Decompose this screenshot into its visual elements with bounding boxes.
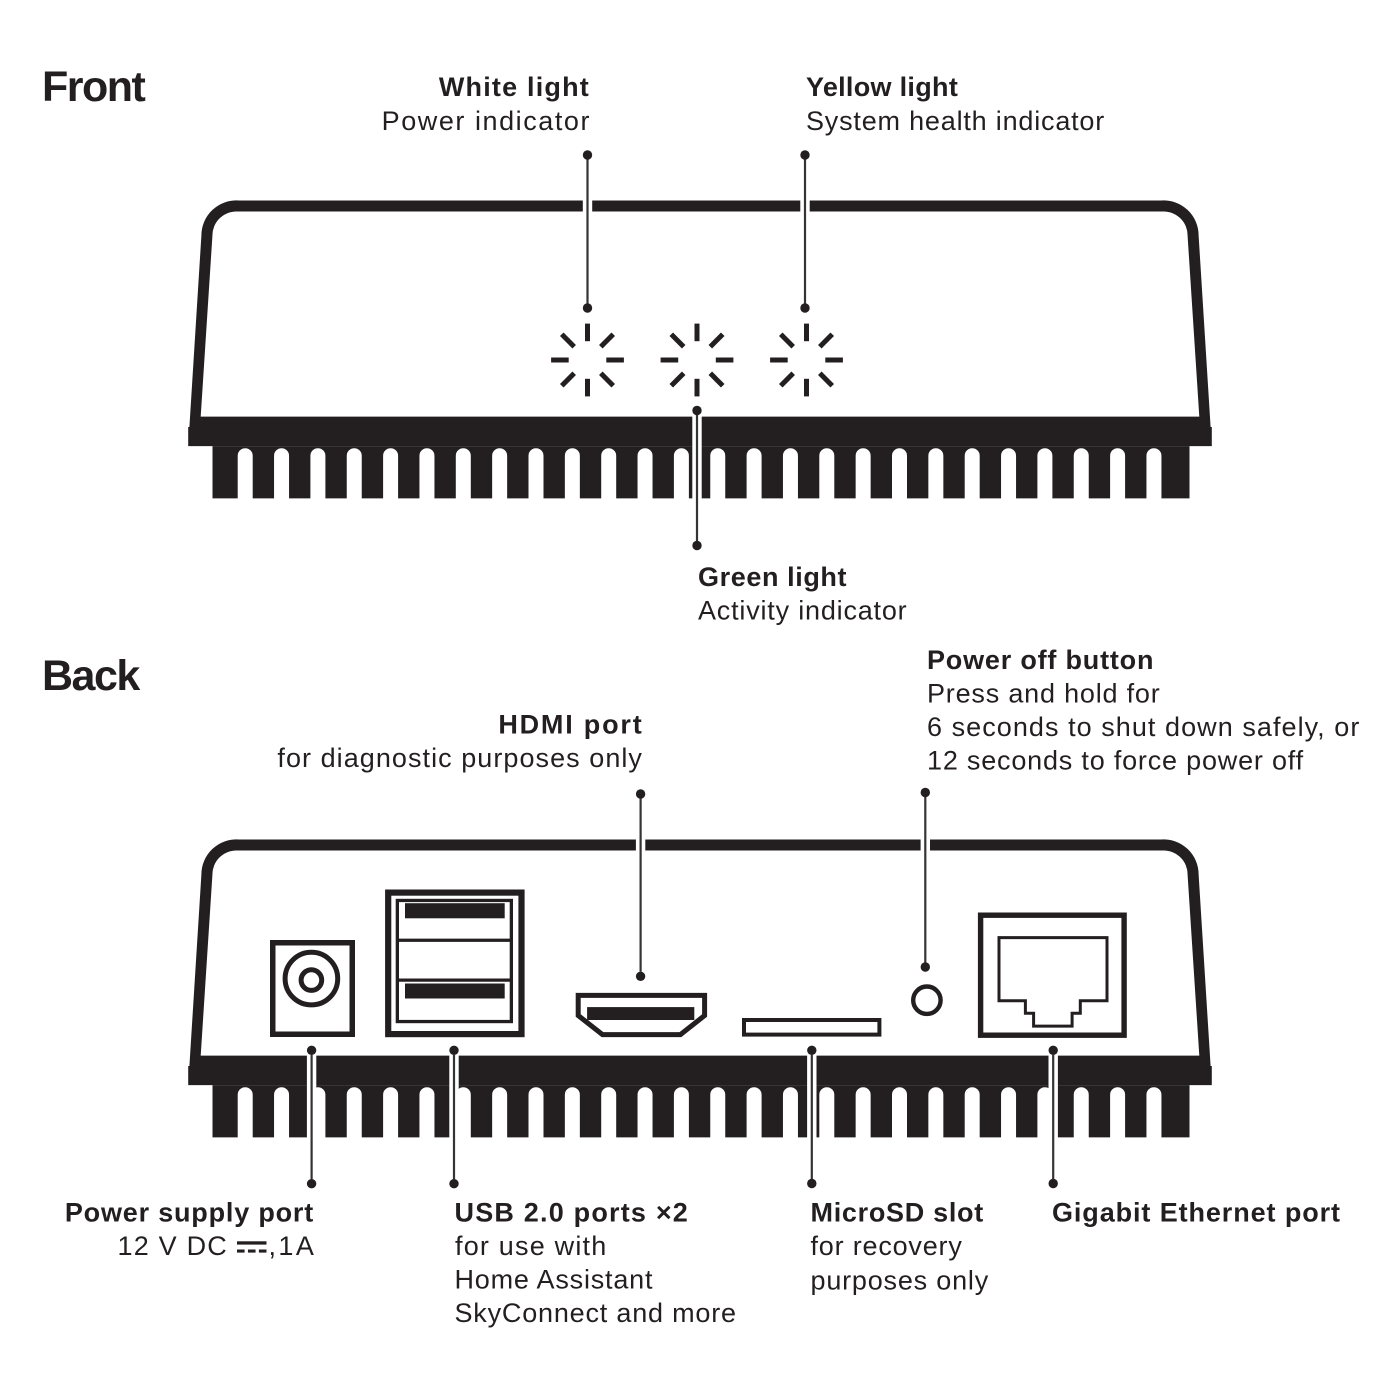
svg-text:purposes only: purposes only: [811, 1266, 990, 1296]
svg-text:Power indicator: Power indicator: [382, 106, 591, 136]
svg-text:12 V DC: 12 V DC: [118, 1231, 228, 1261]
svg-text:SkyConnect and more: SkyConnect and more: [455, 1298, 737, 1328]
svg-text:HDMI port: HDMI port: [498, 710, 643, 740]
svg-text:USB 2.0 ports ×2: USB 2.0 ports ×2: [455, 1197, 690, 1227]
svg-text:, 1 A: , 1 A: [269, 1231, 314, 1261]
svg-text:Yellow light: Yellow light: [806, 72, 958, 102]
svg-text:Front: Front: [42, 63, 146, 111]
svg-text:12 seconds to force power off: 12 seconds to force power off: [927, 746, 1304, 776]
svg-text:Home Assistant: Home Assistant: [455, 1264, 654, 1294]
svg-text:Power supply port: Power supply port: [65, 1197, 314, 1227]
svg-text:Activity indicator: Activity indicator: [698, 596, 907, 626]
svg-text:Press and hold for: Press and hold for: [927, 679, 1161, 709]
svg-text:for recovery: for recovery: [811, 1231, 963, 1261]
svg-text:Back: Back: [42, 652, 140, 700]
svg-text:6 seconds to shut down safely,: 6 seconds to shut down safely, or: [927, 712, 1360, 742]
svg-text:Gigabit Ethernet port: Gigabit Ethernet port: [1052, 1197, 1341, 1227]
svg-text:Power off button: Power off button: [927, 645, 1154, 675]
svg-text:System health indicator: System health indicator: [806, 106, 1105, 136]
svg-text:MicroSD slot: MicroSD slot: [811, 1197, 984, 1227]
svg-text:for use with: for use with: [455, 1231, 607, 1261]
svg-text:Green light: Green light: [698, 562, 847, 592]
svg-text:White light: White light: [439, 72, 590, 102]
svg-text:for diagnostic purposes only: for diagnostic purposes only: [277, 743, 643, 773]
